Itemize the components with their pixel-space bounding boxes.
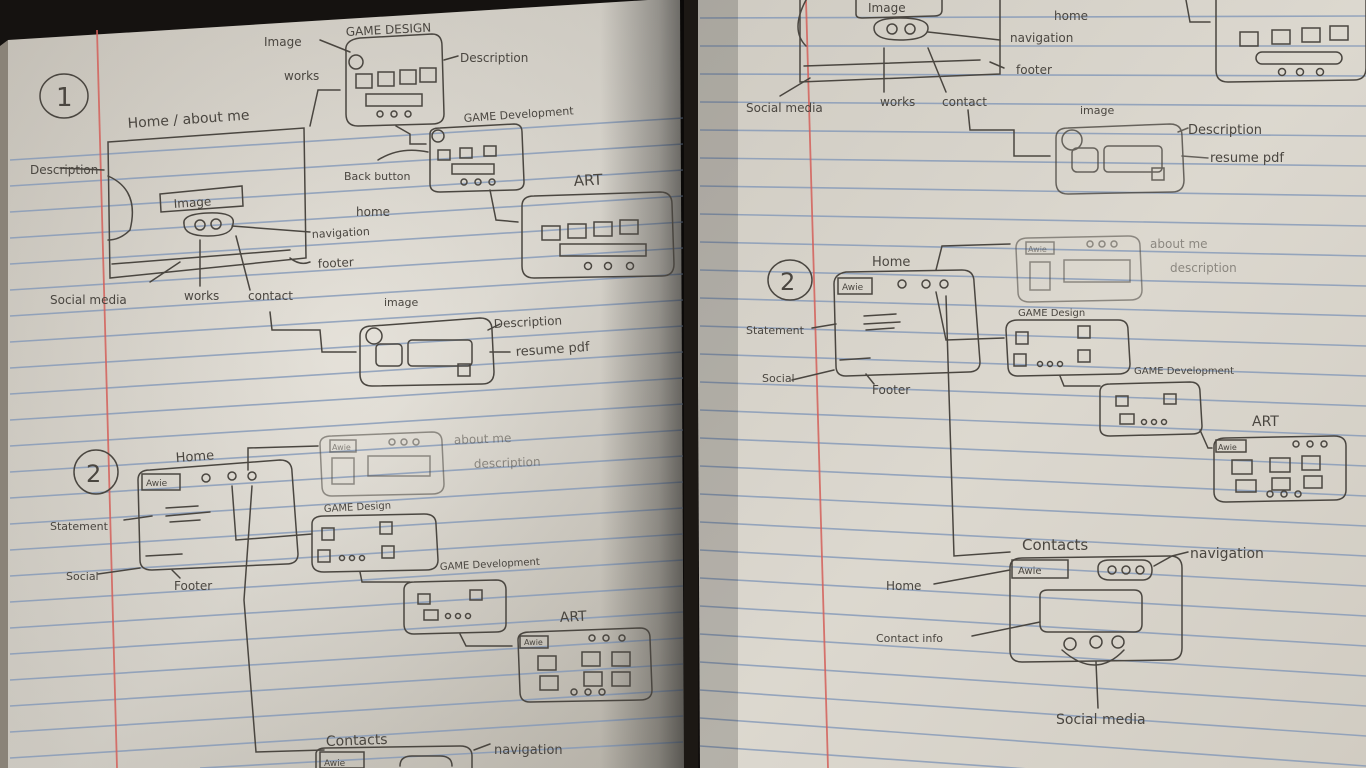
social-label: Social	[762, 372, 795, 385]
statement-label: Statement	[50, 520, 109, 533]
section-two-number: 2	[86, 460, 101, 488]
sketch-left-section-two	[73, 431, 653, 768]
works-label: works	[880, 95, 915, 109]
game-development-title: GAME Development	[440, 557, 541, 573]
navigation-label: navigation	[311, 225, 370, 241]
social-media-label: Social media	[50, 293, 127, 307]
contact-description-label: Description	[493, 313, 562, 331]
contacts-home-label: Home	[886, 579, 921, 593]
description-label: Description	[30, 163, 98, 177]
back-button-label: Back button	[344, 170, 411, 183]
contact-info-label: Contact info	[876, 632, 943, 645]
contacts-logo-label: Awie	[324, 759, 346, 768]
resume-pdf-label: resume pdf	[515, 340, 590, 360]
contact-image-label: image	[1080, 104, 1114, 117]
footer-label: footer	[1016, 63, 1052, 77]
ruled-lines	[9, 117, 684, 768]
contact-label: contact	[248, 289, 293, 303]
contacts-title: Contacts	[1022, 536, 1088, 554]
works-side-label: works	[284, 69, 319, 83]
sketch-right-top	[779, 0, 1366, 195]
image-box-label: Image	[173, 194, 211, 211]
margin-line	[96, 29, 118, 768]
about-logo-label: Awie	[1028, 245, 1047, 254]
image-box-label: Image	[868, 1, 906, 15]
works-label: works	[184, 289, 219, 303]
game-design-title: GAME Design	[1018, 308, 1085, 319]
art-logo-label: Awie	[524, 638, 543, 647]
statement-label: Statement	[746, 324, 805, 337]
description-label: Description	[1188, 123, 1262, 138]
contacts-title: Contacts	[326, 732, 388, 750]
art-title: ART	[1252, 414, 1279, 430]
navigation-label: navigation	[1190, 546, 1264, 562]
labels-right-top: Image home navigation footer Social medi…	[746, 1, 1284, 166]
art-title: ART	[573, 170, 603, 190]
home-label: Home	[175, 448, 214, 466]
contact-image-label: image	[384, 296, 418, 309]
footer-label: footer	[317, 255, 354, 271]
labels-left-section-two: 2 Home Awie Statement Social Footer Awie…	[50, 431, 587, 768]
navigation-label: navigation	[1010, 31, 1073, 45]
contacts-logo-label: Awie	[1018, 566, 1042, 577]
home-label: Home	[872, 255, 910, 270]
social-label: Social	[66, 570, 99, 583]
labels-right-section-two: 2 Home Awie Statement Social Footer Awie…	[746, 237, 1279, 728]
about-me-label: about me	[1150, 237, 1208, 251]
home-label: home	[356, 205, 390, 219]
logo-label: Awie	[842, 283, 864, 293]
labels-left-section-one: 1 Home / about me Description Image navi…	[30, 21, 604, 360]
description-label: description	[474, 455, 541, 471]
sketch-right-section-two	[767, 235, 1347, 709]
game-development-title: GAME Development	[1134, 366, 1234, 377]
game-design-description: Description	[460, 51, 528, 65]
social-media-label: Social media	[746, 101, 823, 115]
description-label: description	[1170, 261, 1237, 275]
margin-line	[805, 0, 829, 768]
about-me-label: about me	[454, 431, 512, 447]
sketch-left-section-one	[39, 33, 675, 387]
about-logo-label: Awie	[332, 443, 351, 452]
image-side-label: Image	[264, 35, 302, 49]
contact-label: contact	[942, 95, 987, 109]
game-design-title: GAME DESIGN	[345, 21, 431, 39]
home-label: home	[1054, 9, 1088, 23]
art-title: ART	[559, 609, 587, 626]
right-page	[684, 0, 1366, 768]
navigation-label: navigation	[494, 743, 563, 758]
footer-label: Footer	[872, 383, 910, 397]
resume-pdf-label: resume pdf	[1210, 151, 1284, 166]
footer-label: Footer	[174, 579, 212, 593]
section-one-number: 1	[56, 83, 73, 113]
section-two-number: 2	[780, 268, 795, 296]
logo-label: Awie	[146, 479, 168, 489]
social-media-label: Social media	[1056, 712, 1146, 728]
game-design-title: GAME Design	[324, 500, 392, 515]
art-logo-label: Awie	[1218, 443, 1237, 452]
